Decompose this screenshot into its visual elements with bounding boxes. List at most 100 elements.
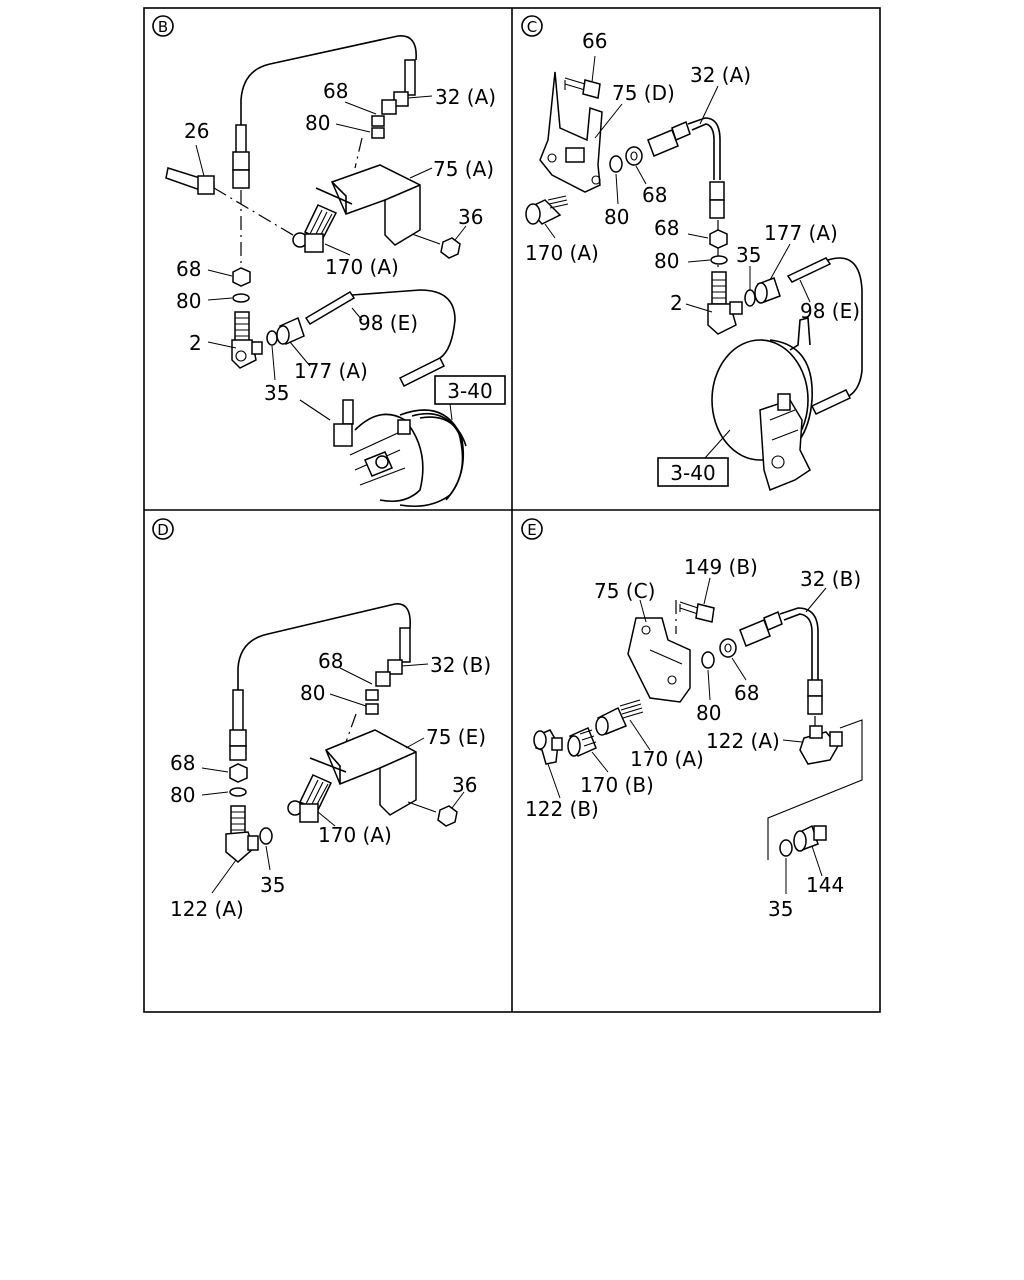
label-b-2: 2 (189, 331, 202, 355)
label-b-32a: 32 (A) (435, 85, 496, 109)
panel-e-letter: E (527, 521, 536, 539)
elbow-122a-e (799, 725, 843, 765)
label-b-98e: 98 (E) (358, 311, 418, 335)
label-c-177a: 177 (A) (764, 221, 838, 245)
bracket-75e (309, 729, 417, 816)
label-c-68-upper: 68 (642, 183, 667, 207)
nipple-170b (567, 726, 597, 758)
label-c-80-upper: 80 (604, 205, 629, 229)
leaders-c (544, 55, 811, 313)
panel-e: E (521, 518, 863, 921)
label-b-35: 35 (264, 381, 289, 405)
label-c-66: 66 (582, 29, 607, 53)
pipe-fitting-left (232, 124, 250, 189)
union-170a-c (525, 195, 569, 225)
label-e-170a: 170 (A) (630, 747, 704, 771)
label-e-80: 80 (696, 701, 721, 725)
bolt-149b (679, 601, 715, 623)
leaders-d (201, 663, 465, 894)
brake-pipe-32a-c (647, 117, 725, 219)
nut-68-c-upper (625, 146, 643, 166)
centerline-b3 (354, 137, 363, 169)
panel-d: D (152, 518, 491, 921)
label-c-68-lower: 68 (654, 216, 679, 240)
tee-2-c (707, 271, 743, 335)
label-d-32b: 32 (B) (430, 653, 491, 677)
washer-35 (266, 330, 278, 346)
washer-35-e (779, 839, 793, 857)
panel-e-badge: E (521, 518, 543, 540)
bracket-75d (539, 71, 603, 193)
washer-80-e (701, 651, 715, 669)
label-d-80-lower: 80 (170, 783, 195, 807)
washer-35-c (744, 289, 756, 307)
brake-booster-c (711, 316, 813, 492)
label-b-68-lower: 68 (176, 257, 201, 281)
elbow-122a-d (225, 805, 259, 863)
centerline-d1 (345, 713, 357, 743)
ref-leader-b (449, 403, 453, 421)
nut-36-d (407, 801, 458, 827)
label-c-98e: 98 (E) (800, 299, 860, 323)
nut-68-e (719, 638, 737, 658)
brake-pipe-32b-e (739, 607, 823, 715)
panel-c: C (521, 15, 863, 492)
label-c-35: 35 (736, 243, 761, 267)
label-d-80-upper: 80 (300, 681, 325, 705)
hose-98e (304, 289, 456, 388)
panel-d-badge: D (152, 518, 174, 540)
nut-68-c-lower (709, 229, 728, 249)
pipe-fitting-upper-d (365, 627, 411, 715)
bracket-75c (627, 617, 691, 703)
label-b-75a: 75 (A) (433, 157, 494, 181)
label-c-ref: 3-40 (670, 461, 715, 485)
hose-26 (165, 167, 215, 195)
fitting-144 (793, 824, 827, 852)
hose-98e-c (786, 257, 863, 415)
centerline-b1 (213, 187, 299, 239)
pipe-fitting-left-d (229, 689, 247, 761)
panel-b: B (152, 15, 506, 508)
label-e-122a: 122 (A) (706, 729, 780, 753)
label-b-68-upper: 68 (323, 79, 348, 103)
fitting-177a-c (754, 277, 781, 304)
washer-35-d (259, 827, 273, 845)
union-170a (292, 204, 338, 253)
fitting-177a (276, 316, 305, 346)
detail-callout-e (767, 719, 863, 860)
union-170a-e (595, 699, 644, 736)
washer-80-c-upper (609, 155, 623, 173)
elbow-122b (533, 729, 563, 765)
label-b-ref: 3-40 (447, 379, 492, 403)
label-e-68: 68 (734, 681, 759, 705)
brake-booster-b (299, 399, 467, 508)
label-b-26: 26 (184, 119, 209, 143)
label-d-36: 36 (452, 773, 477, 797)
tee-2 (231, 311, 263, 369)
panel-d-letter: D (157, 521, 169, 539)
label-e-32b: 32 (B) (800, 567, 861, 591)
label-d-122a: 122 (A) (170, 897, 244, 921)
label-c-170a: 170 (A) (525, 241, 599, 265)
label-c-2: 2 (670, 291, 683, 315)
label-b-80-lower: 80 (176, 289, 201, 313)
label-b-80-upper: 80 (305, 111, 330, 135)
label-d-170a: 170 (A) (318, 823, 392, 847)
ref-box-b (434, 375, 506, 405)
panel-b-letter: B (158, 18, 168, 36)
nut-36 (411, 233, 461, 259)
label-d-68-lower: 68 (170, 751, 195, 775)
pipe-fitting-upper (371, 59, 416, 139)
union-170a-d (287, 774, 333, 823)
bolt-66 (564, 77, 601, 99)
label-e-122b: 122 (B) (525, 797, 599, 821)
label-b-170a: 170 (A) (325, 255, 399, 279)
label-b-36: 36 (458, 205, 483, 229)
ref-box-c (657, 457, 729, 487)
panel-c-letter: C (527, 18, 537, 36)
brake-pipe-32a (240, 35, 417, 125)
bracket-75a (315, 164, 421, 246)
label-d-35: 35 (260, 873, 285, 897)
panel-b-badge: B (152, 15, 174, 37)
